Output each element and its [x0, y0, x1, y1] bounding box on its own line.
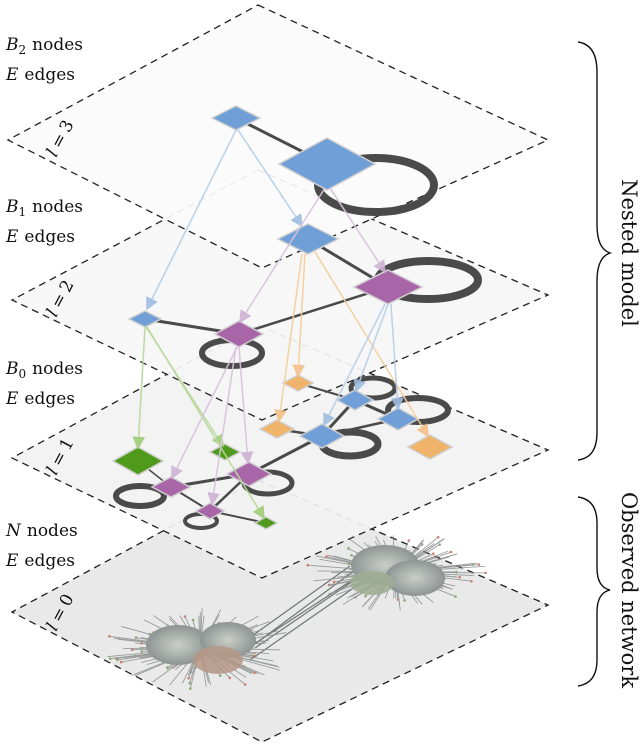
plane-level-2: [10, 169, 550, 421]
l1-node-blue-2: [335, 389, 375, 411]
l1-node-green-1: [111, 446, 165, 476]
plane-level-3: [6, 4, 550, 269]
observed-network-brace: [577, 496, 611, 687]
observed-network-label: Observed network: [617, 492, 640, 688]
l1-node-purple-3: [194, 502, 226, 520]
level-2-nodes: [127, 223, 424, 348]
network-clusters: [146, 545, 445, 674]
plane-level-0: [10, 479, 550, 743]
observed-network: [107, 535, 487, 690]
l1-node-green-2: [208, 443, 242, 461]
nested-model-label: Nested model: [617, 179, 640, 327]
l1-node-orange-1: [281, 374, 315, 392]
l1-node-green-3: [253, 516, 279, 530]
l1-node-orange-2: [258, 419, 296, 439]
level-1-nodes: [111, 374, 454, 530]
l1-node-orange-3: [406, 434, 454, 460]
nested-model-brace: [577, 41, 613, 461]
l2-node-blue-2: [276, 223, 340, 255]
l3-node-blue-2: [277, 137, 377, 191]
l1-node-blue-1: [298, 423, 346, 449]
plane-level-1: [10, 324, 550, 579]
hierarchy-arrows: [132, 129, 429, 520]
l1-node-blue-3: [376, 407, 420, 431]
level-3-nodes: [210, 105, 377, 191]
l1-node-purple-1: [150, 476, 192, 498]
